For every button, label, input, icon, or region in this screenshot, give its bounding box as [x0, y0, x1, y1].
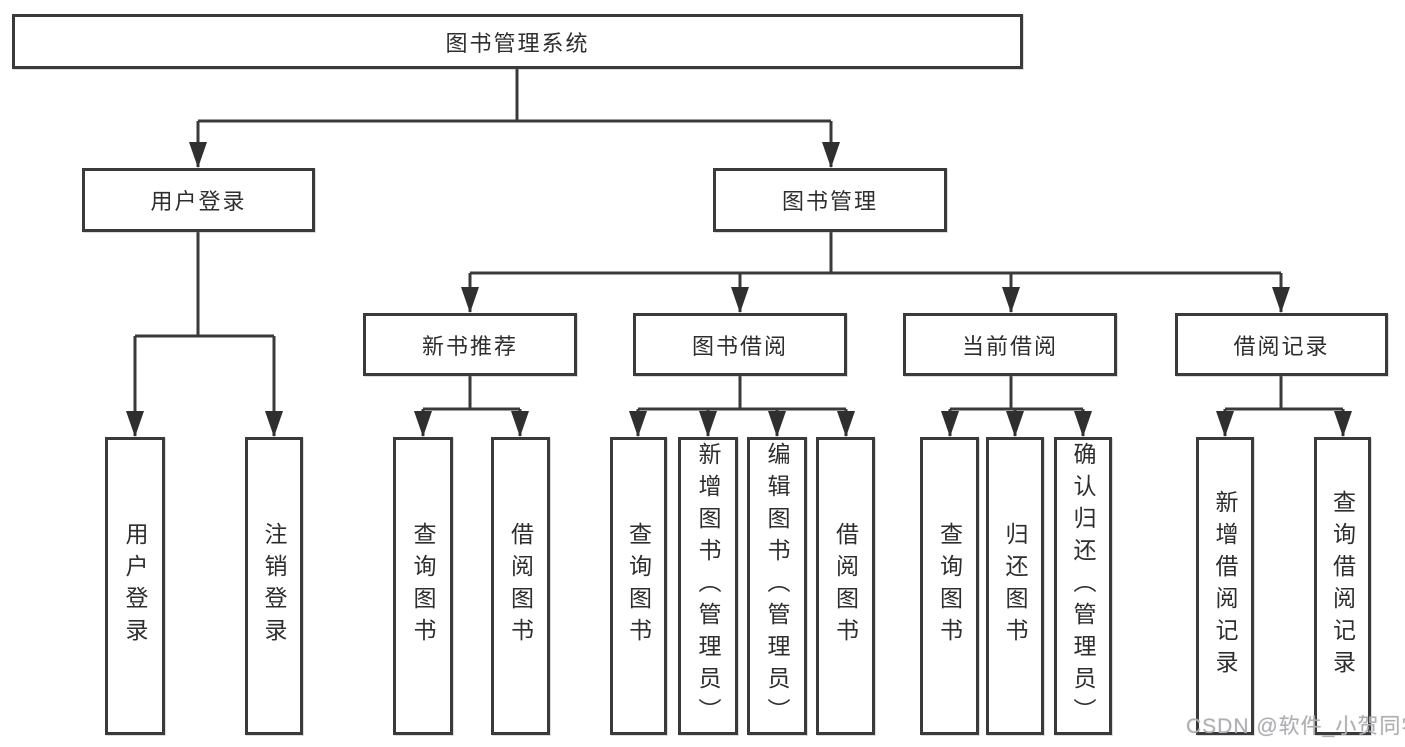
leaf-add-borrow-record: 新增借阅记录: [1196, 437, 1254, 735]
leaf-logout: 注销登录: [245, 437, 303, 735]
leaf-user-login: 用户登录: [105, 437, 165, 735]
node-borrowing-records: 借阅记录: [1175, 313, 1388, 376]
node-user-login: 用户登录: [82, 168, 315, 232]
leaf-return-book: 归还图书: [986, 437, 1044, 735]
leaf-confirm-return-admin: 确认归还（管理员）: [1054, 437, 1112, 735]
node-root-library-system: 图书管理系统: [12, 14, 1023, 69]
node-current-borrowing: 当前借阅: [903, 313, 1117, 376]
leaf-add-book-admin: 新增图书（管理员）: [678, 437, 738, 735]
leaf-borrow-books-recommend: 借阅图书: [491, 437, 550, 735]
csdn-watermark: CSDN @软件_小贺同学: [1186, 715, 1405, 738]
node-book-borrowing: 图书借阅: [633, 313, 847, 376]
leaf-borrow-books: 借阅图书: [816, 437, 875, 735]
node-book-management: 图书管理: [713, 168, 947, 232]
leaf-query-books-current: 查询图书: [920, 437, 979, 735]
leaf-edit-book-admin: 编辑图书（管理员）: [747, 437, 807, 735]
leaf-query-books-recommend: 查询图书: [393, 437, 453, 735]
leaf-query-books-borrowing: 查询图书: [610, 437, 667, 735]
node-new-book-recommend: 新书推荐: [363, 313, 577, 376]
leaf-query-borrow-record: 查询借阅记录: [1314, 437, 1371, 735]
